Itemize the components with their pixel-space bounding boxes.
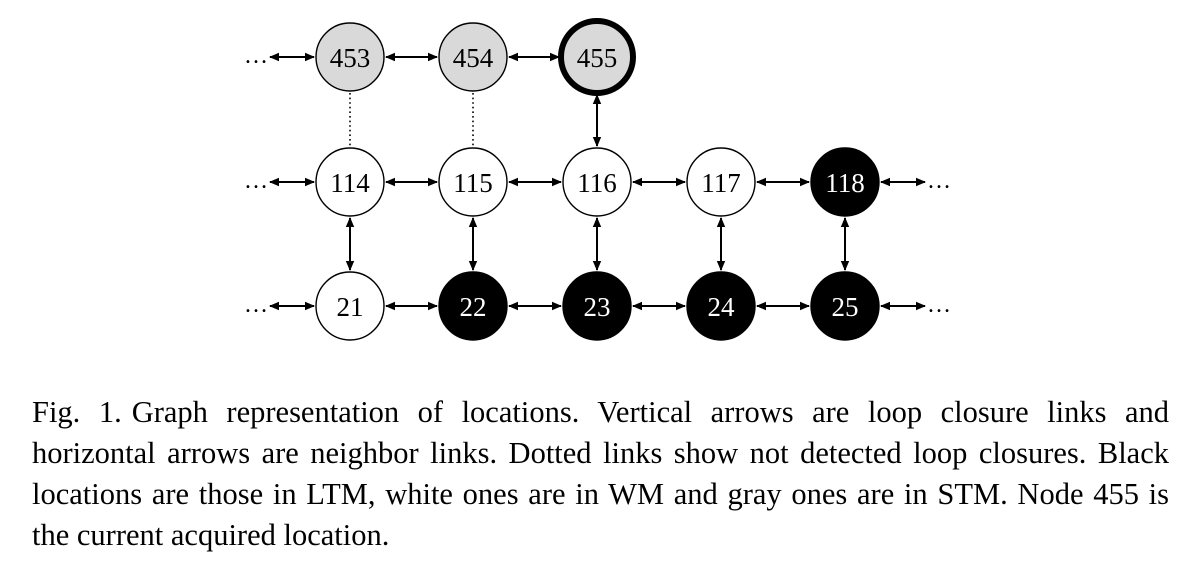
node-117: 117 — [686, 147, 756, 217]
node-label: 118 — [825, 168, 865, 198]
node-circle — [810, 147, 880, 217]
node-label: 115 — [453, 168, 493, 198]
node-25: 25 — [810, 271, 880, 341]
node-circle — [686, 147, 756, 217]
node-label: 117 — [701, 168, 741, 198]
node-115: 115 — [438, 147, 508, 217]
node-23: 23 — [562, 271, 632, 341]
node-22: 22 — [438, 271, 508, 341]
node-circle — [438, 271, 508, 341]
node-label: 116 — [577, 168, 617, 198]
node-label: 455 — [577, 43, 618, 73]
node-circle — [810, 271, 880, 341]
node-label: 23 — [584, 292, 611, 322]
continuation-ellipsis-left-453: … — [244, 43, 268, 69]
continuation-ellipsis-right-118: … — [927, 168, 951, 194]
node-21: 21 — [315, 271, 385, 341]
figure-caption: Fig. 1.Graph representation of locations… — [32, 392, 1169, 556]
figure-label: Fig. 1. — [32, 395, 122, 429]
node-label: 24 — [708, 292, 736, 322]
continuation-ellipsis-left-21: … — [244, 292, 268, 318]
node-454: 454 — [438, 22, 508, 92]
node-118: 118 — [810, 147, 880, 217]
node-circle — [315, 147, 385, 217]
node-circle — [315, 271, 385, 341]
node-label: 453 — [330, 43, 371, 73]
node-114: 114 — [315, 147, 385, 217]
node-label: 114 — [330, 168, 370, 198]
node-circle — [558, 18, 636, 96]
location-graph-diagram: 453 454 455 114 115 116 117 118 21 22 23 24 25 … … … … … — [244, 18, 951, 341]
node-24: 24 — [686, 271, 756, 341]
node-116: 116 — [562, 147, 632, 217]
node-453: 453 — [315, 22, 385, 92]
continuation-ellipsis-right-25: … — [927, 292, 951, 318]
continuation-ellipsis-left-114: … — [244, 168, 268, 194]
node-circle — [438, 22, 508, 92]
node-circle — [438, 147, 508, 217]
node-label: 454 — [453, 43, 494, 73]
node-circle — [315, 22, 385, 92]
node-circle — [562, 147, 632, 217]
caption-text: Graph representation of locations. Verti… — [32, 395, 1170, 552]
node-label: 21 — [337, 292, 364, 322]
node-circle — [686, 271, 756, 341]
node-label: 22 — [460, 292, 487, 322]
node-455: 455 — [558, 18, 636, 96]
node-circle — [562, 271, 632, 341]
node-label: 25 — [832, 292, 859, 322]
